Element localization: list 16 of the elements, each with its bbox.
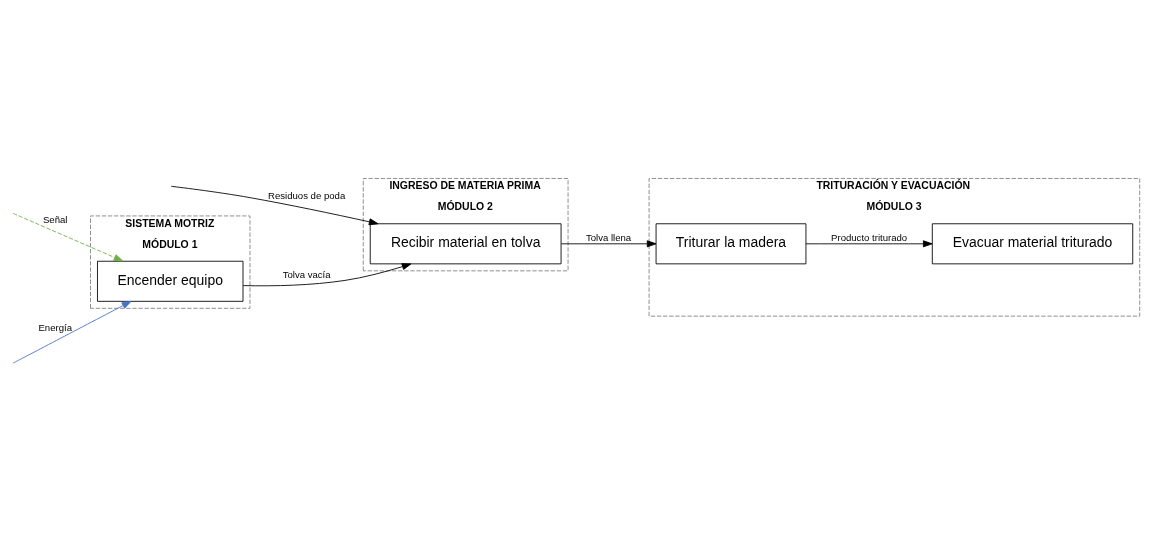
edge-label: Residuos de poda xyxy=(268,189,346,201)
arrow xyxy=(242,262,412,286)
arrow xyxy=(170,185,379,225)
edge-label: Tolva vacía xyxy=(282,268,331,280)
node-box: Recibir material en tolva xyxy=(369,222,562,264)
node-box: Encender equipo xyxy=(97,260,244,302)
arrow xyxy=(560,239,657,247)
arrow xyxy=(12,212,124,261)
arrow xyxy=(805,239,933,247)
node-box: Evacuar material triturado xyxy=(931,222,1134,264)
edge-label: Señal xyxy=(42,213,68,225)
node-box: Triturar la madera xyxy=(655,222,807,264)
edge-label: Tolva llena xyxy=(585,231,632,243)
edge-label: Producto triturado xyxy=(831,231,908,243)
arrow xyxy=(12,300,132,364)
edge-label: Energía xyxy=(38,321,72,333)
